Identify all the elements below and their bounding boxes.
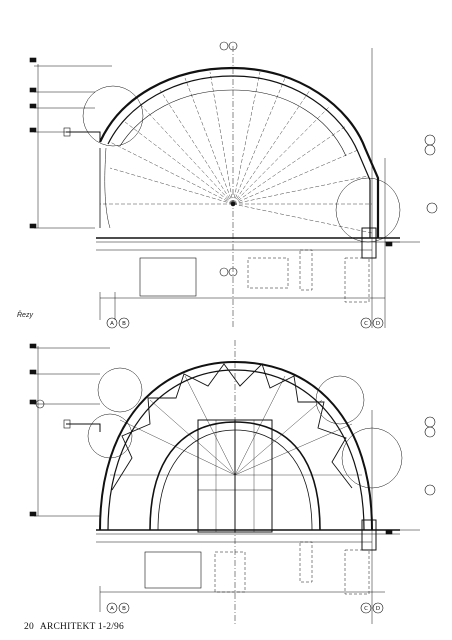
publication-title: ARCHITEKT 1-2/96	[39, 622, 124, 632]
section-drawing-bottom: A B C D	[0, 340, 452, 626]
svg-text:B: B	[122, 321, 126, 327]
section-drawing-top: A B C D	[0, 28, 452, 338]
level-markers-left	[29, 57, 37, 229]
truss-lines-bottom	[110, 375, 362, 476]
svg-text:C: C	[364, 606, 368, 612]
svg-text:C: C	[364, 321, 368, 327]
page-footer: 20 ARCHITEKT 1-2/96	[24, 622, 124, 632]
radial-lines	[100, 71, 373, 234]
figure-caption: Řezy	[17, 312, 33, 319]
level-markers-left-bottom	[29, 343, 37, 517]
grid-bubbles-bottom: A B C D	[106, 602, 384, 614]
grid-bubbles-top: A B C D	[106, 317, 384, 329]
svg-text:A: A	[110, 606, 114, 612]
section-bottom-svg: A B C D	[29, 340, 436, 624]
section-top-svg: A B C D	[29, 41, 438, 329]
svg-text:A: A	[110, 321, 114, 327]
svg-text:D: D	[376, 321, 380, 327]
svg-text:B: B	[122, 606, 126, 612]
page-number: 20	[24, 622, 34, 632]
svg-text:D: D	[376, 606, 380, 612]
